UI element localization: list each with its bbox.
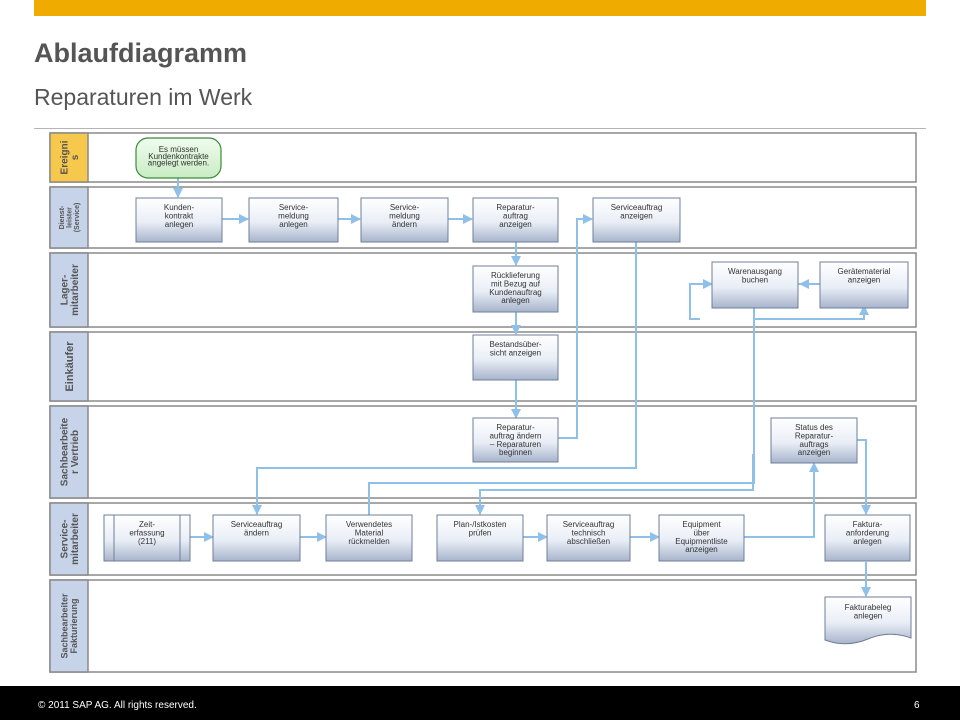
footer-bar <box>0 686 960 720</box>
page-number: 6 <box>914 700 920 711</box>
flow-node-label: Bestandsüber-sicht anzeigen <box>489 340 541 357</box>
lane-header-billing <box>49 579 89 673</box>
accent-bar <box>34 0 926 16</box>
flow-node-n9: Bestandsüber-sicht anzeigen <box>472 334 559 381</box>
lane-header-purchaser <box>49 331 89 402</box>
lane-header-service <box>49 186 89 249</box>
flow-node-label: Zeit-erfassung(211) <box>129 520 164 546</box>
lane-billing <box>49 579 917 673</box>
lane-label-technician: Service-mitarbeiter <box>59 513 81 565</box>
lane-label-stock: Lager-mitarbeiter <box>59 264 81 316</box>
title-divider <box>34 128 926 129</box>
flow-node-n12: Zeit-erfassung(211) <box>103 514 191 562</box>
connector-reparatur-to-serviceauftrag <box>558 214 593 439</box>
connector-equipment-to-status <box>744 462 819 538</box>
lane-header-stock <box>49 252 89 328</box>
lane-label-billing: SachbearbeiterFakturierung <box>59 593 78 659</box>
connector-ruecklieferung-to-warenausgang <box>689 279 713 320</box>
lane-header-sales <box>49 405 89 499</box>
copyright-text: © 2011 SAP AG. All rights reserved. <box>38 700 197 711</box>
lane-label-event: Ereignis <box>59 140 81 174</box>
page-title: Ablaufdiagramm <box>34 38 248 68</box>
lane-header-technician <box>49 502 89 576</box>
lane-label-sales: Sachbearbeiter Vertrieb <box>59 417 81 486</box>
page-subtitle: Reparaturen im Werk <box>34 84 253 110</box>
connector-status-to-plan <box>475 454 754 515</box>
connector-material-to-warenausgang <box>368 305 869 560</box>
connector-serviceauftrag-to-aendern <box>252 241 637 515</box>
connector-status-to-faktura <box>857 439 871 515</box>
lane-header-event <box>49 132 89 183</box>
lane-label-purchaser: Einkäufer <box>64 341 76 392</box>
lane-label-service: Dienst-leister(Service) <box>59 203 81 233</box>
